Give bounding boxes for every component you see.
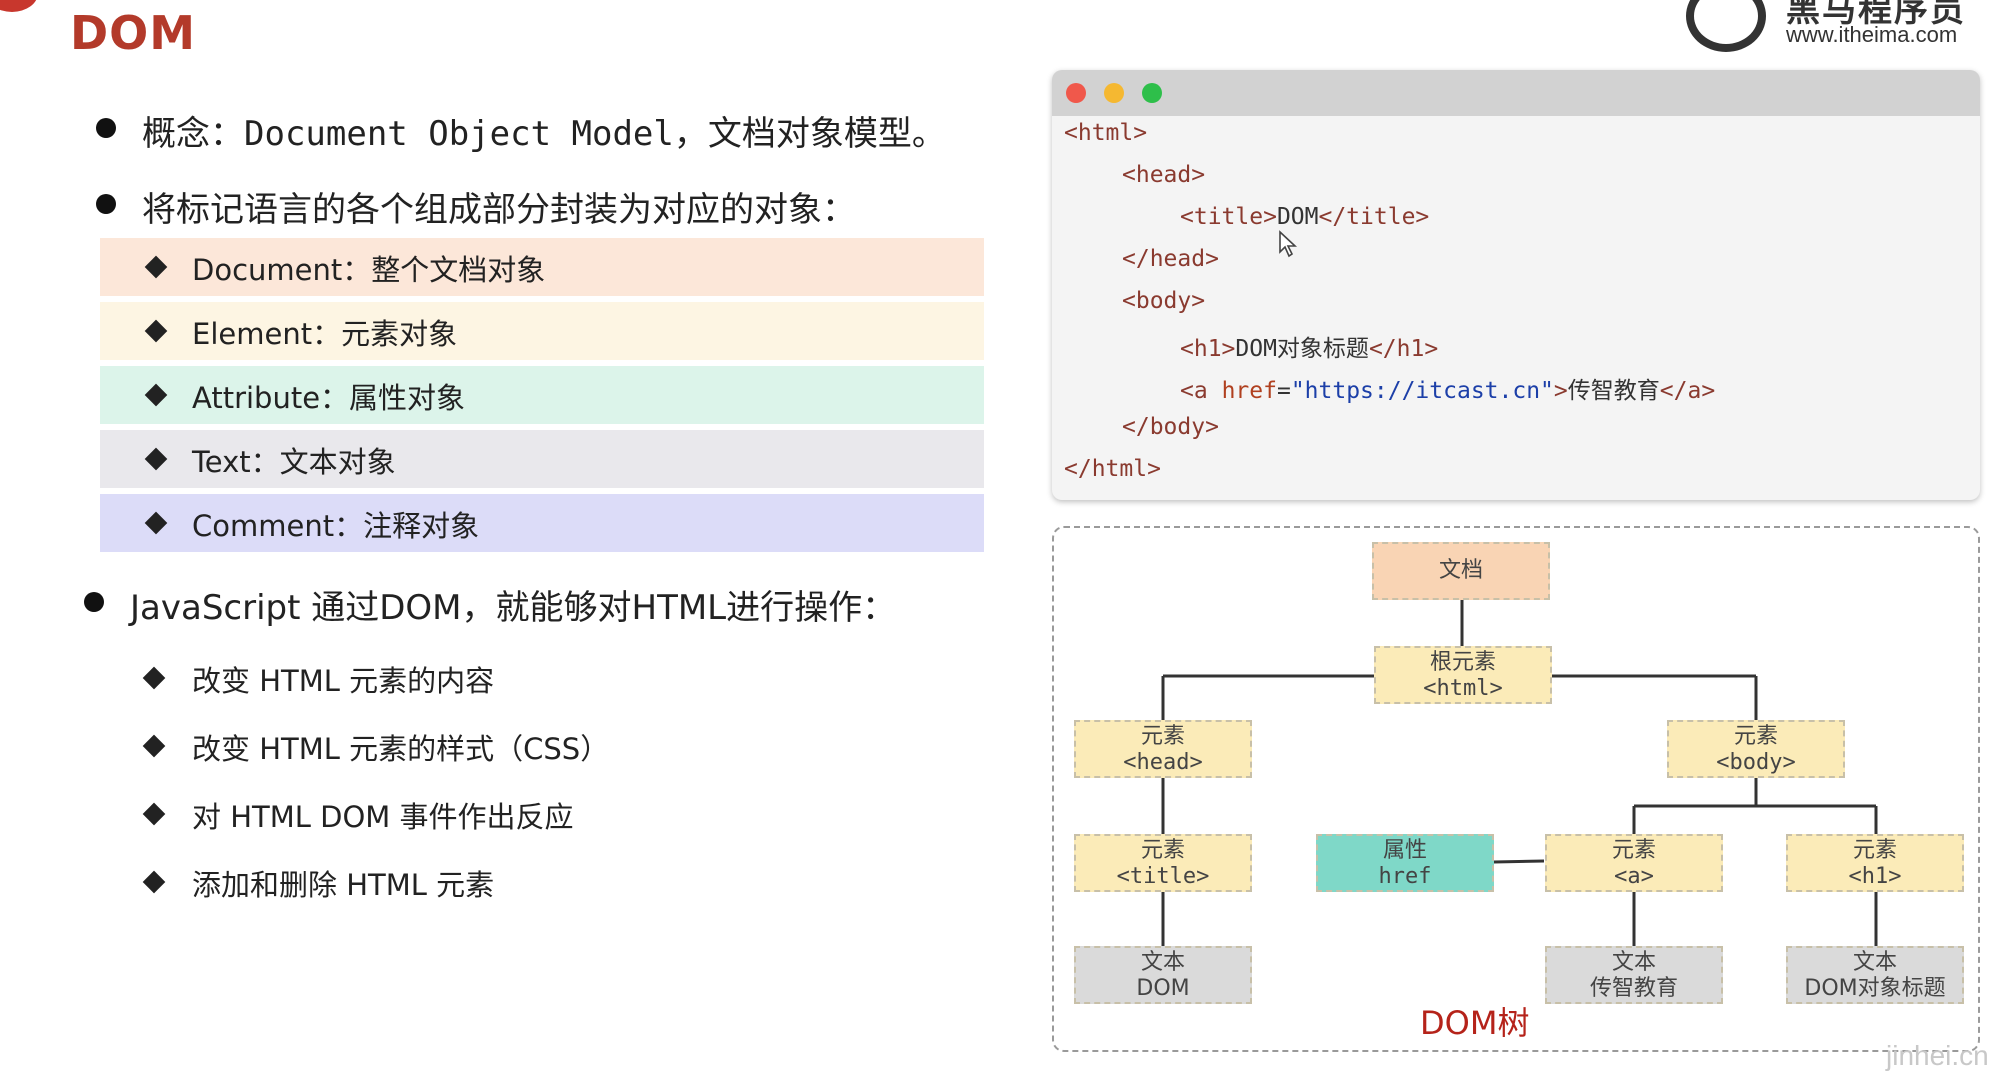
code-window-titlebar [1052,70,1980,116]
code-window: <html> <head> <title>DOM</title> </head>… [1052,70,1980,500]
node-tag: <body> [1716,750,1796,775]
node-tag: <h1> [1848,864,1902,889]
close-window-icon[interactable] [1066,83,1086,103]
code-tag: <h1> [1180,336,1236,362]
code-line-head-close: </head> [1122,246,1219,272]
code-line-body-close: </body> [1122,414,1219,440]
bullet-dot-icon [96,118,116,138]
node-label: 文本 [1140,950,1185,975]
code-tag: </head> [1122,246,1219,272]
code-tag: <title> [1180,204,1277,230]
node-label: 元素 [1140,724,1185,749]
code-tag: <html> [1064,120,1148,146]
node-tag: <title> [1116,864,1210,889]
object-label: Comment：注释对象 [192,509,480,543]
node-label: 根元素 [1429,650,1496,675]
object-row-element: Element：元素对象 [100,302,984,360]
javascript-bullet: JavaScript 通过DOM，就能够对HTML进行操作： [130,588,897,628]
code-tag: <a [1180,378,1208,404]
code-tag: </title> [1318,204,1430,230]
code-tag: > [1553,378,1568,404]
node-label: 文本 [1852,950,1897,975]
code-line-html-close: </html> [1064,456,1161,482]
code-tag: <body> [1122,288,1206,314]
object-label: Text：文本对象 [192,445,396,479]
encapsulate-bullet: 将标记语言的各个组成部分封装为对应的对象： [142,190,856,230]
js-item-label: 添加和删除 HTML 元素 [192,868,495,902]
tree-node-title: 元素 <title> [1074,834,1252,892]
dom-tree-frame [1052,526,1980,1052]
horse-logo-icon [1686,0,1766,52]
bullet-dot-icon [96,194,116,214]
object-label: Attribute：属性对象 [192,381,466,415]
object-row-document: Document：整个文档对象 [100,238,984,296]
node-tag: href [1378,864,1432,889]
node-tag: <head> [1123,750,1203,775]
node-label: 文档 [1438,558,1483,583]
tree-node-html: 根元素 <html> [1374,646,1552,704]
code-line-h1: <h1>DOM对象标题</h1> [1180,329,1438,363]
object-label: Document：整个文档对象 [192,253,546,287]
minimize-window-icon[interactable] [1104,83,1124,103]
code-tag: </body> [1122,414,1219,440]
tree-node-body: 元素 <body> [1667,720,1845,778]
code-line-html-open: <html> [1064,120,1147,146]
tree-node-href-attribute: 属性 href [1316,834,1494,892]
object-label: Element：元素对象 [192,317,458,351]
code-tag: </html> [1064,456,1161,482]
code-tag: </a> [1659,378,1716,404]
object-row-comment: Comment：注释对象 [100,494,984,552]
js-item-label: 改变 HTML 元素的样式（CSS） [192,732,610,766]
code-text: 传智教育 [1567,378,1660,404]
code-tag: </h1> [1368,336,1439,362]
code-text: DOM对象标题 [1235,336,1369,362]
js-item-label: 改变 HTML 元素的内容 [192,664,495,698]
bullet-dot-icon [84,592,104,612]
node-label: 元素 [1852,838,1897,863]
dom-tree-caption: DOM树 [1420,1004,1530,1042]
code-line-head-open: <head> [1122,162,1205,188]
object-row-text: Text：文本对象 [100,430,984,488]
code-tag: <head> [1122,162,1206,188]
code-string: "https://itcast.cn" [1290,378,1554,404]
tree-node-text-h1: 文本 DOM对象标题 [1786,946,1964,1004]
brand-url: www.itheima.com [1786,22,1958,47]
js-item-label: 对 HTML DOM 事件作出反应 [192,800,574,834]
code-line-body-open: <body> [1122,288,1205,314]
watermark: jinhei.cn [1886,1040,1989,1071]
code-attr: href [1221,378,1277,404]
mouse-cursor-icon [1279,230,1298,258]
concept-bullet: 概念：Document Object Model，文档对象模型。 [142,114,946,154]
node-label: 属性 [1382,838,1427,863]
node-label: 文本 [1611,950,1656,975]
slide-title: DOM [70,6,197,60]
node-tag: DOM [1136,976,1190,1001]
node-tag: <a> [1614,864,1654,889]
node-label: 元素 [1611,838,1656,863]
maximize-window-icon[interactable] [1142,83,1162,103]
object-row-attribute: Attribute：属性对象 [100,366,984,424]
tree-node-h1: 元素 <h1> [1786,834,1964,892]
tree-node-document: 文档 [1372,542,1550,600]
node-tag: <html> [1423,676,1503,701]
brand-logo: 黑马程序员 www.itheima.com [1680,0,2000,56]
node-label: 元素 [1733,724,1778,749]
node-tag: 传智教育 [1589,976,1678,1001]
code-text: DOM [1276,204,1319,230]
node-tag: DOM对象标题 [1804,976,1946,1001]
code-eq: = [1276,378,1291,404]
tree-node-head: 元素 <head> [1074,720,1252,778]
tree-node-a: 元素 <a> [1545,834,1723,892]
node-label: 元素 [1140,838,1185,863]
tree-node-text-dom: 文本 DOM [1074,946,1252,1004]
connector-href-a [1493,859,1545,864]
brand-name: 黑马程序员 [1786,0,1966,30]
code-line-title: <title>DOM</title> [1180,204,1429,230]
code-line-anchor: <a href="https://itcast.cn">传智教育</a> [1180,371,1715,405]
tree-node-text-a: 文本 传智教育 [1545,946,1723,1004]
